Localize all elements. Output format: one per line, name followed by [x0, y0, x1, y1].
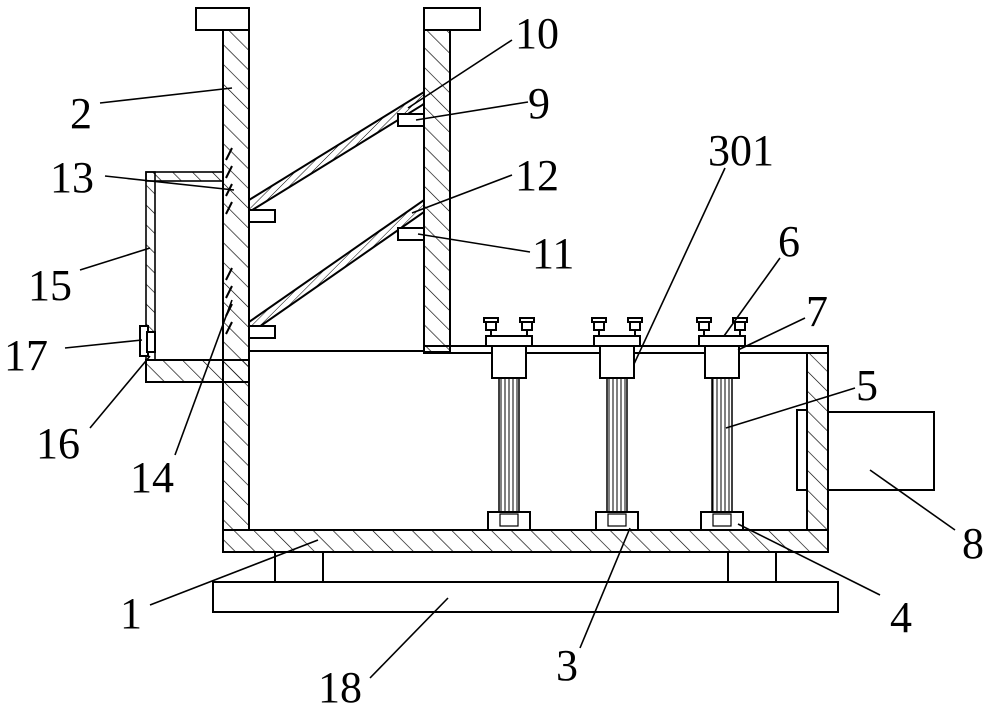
label-15: 15: [28, 261, 72, 310]
label-18: 18: [318, 663, 362, 712]
box-right-wall: [806, 347, 829, 531]
label-16: 16: [36, 419, 80, 468]
label-10: 10: [515, 9, 559, 58]
base-plate: [212, 551, 839, 613]
hopper-top-flanges: [195, 7, 481, 31]
roller-1: [483, 317, 535, 531]
label-6: 6: [778, 217, 800, 266]
side-collection-box: [145, 171, 250, 383]
leader-lines: [64, 39, 956, 679]
roller-2: [591, 317, 643, 531]
label-12: 12: [515, 151, 559, 200]
label-14: 14: [130, 453, 174, 502]
roller-3: [696, 317, 748, 531]
label-3: 3: [556, 641, 578, 690]
label-5: 5: [856, 361, 878, 410]
upper-screen: [248, 90, 425, 214]
hopper-left-wall: [222, 29, 250, 531]
label-8: 8: [962, 519, 984, 568]
label-2: 2: [70, 89, 92, 138]
label-17: 17: [4, 331, 48, 380]
label-9: 9: [528, 79, 550, 128]
label-11: 11: [532, 229, 574, 278]
label-7: 7: [806, 287, 828, 336]
hopper-right-wall: [423, 29, 451, 353]
label-1: 1: [120, 589, 142, 638]
box-top-plate: [249, 345, 829, 354]
label-301: 301: [708, 126, 774, 175]
label-4: 4: [890, 593, 912, 642]
support-blocks: [248, 113, 425, 339]
label-13: 13: [50, 153, 94, 202]
